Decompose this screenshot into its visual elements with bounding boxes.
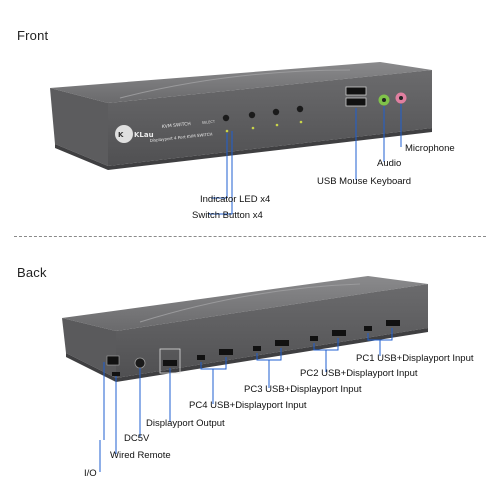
pc4-dp-port [219, 349, 233, 355]
model-label-2: Displayport 4 Port KVM SWITCH [150, 131, 213, 143]
logo-text: KLau [134, 131, 154, 139]
pc4-usb-port [197, 355, 205, 360]
callout-wired-remote: Wired Remote [110, 450, 171, 461]
indicator-leds [225, 120, 303, 133]
pc3-dp-port [275, 340, 289, 346]
callout-pc3: PC3 USB+Displayport Input [244, 384, 362, 395]
callout-indicator-led: Indicator LED x4 [200, 194, 271, 205]
front-callout-lines [208, 104, 402, 215]
usb-port-1 [345, 86, 367, 96]
back-left-side [62, 318, 116, 378]
svg-text:K: K [118, 131, 124, 139]
indicator-led-2 [251, 126, 255, 130]
pc3-usb-port [253, 346, 261, 351]
pc2-dp-port [332, 330, 346, 336]
callout-usb-mouse-keyboard: USB Mouse Keyboard [317, 176, 411, 187]
usb-port-2 [345, 97, 367, 107]
select-label: SELECT [202, 120, 216, 125]
callout-pc4: PC4 USB+Displayport Input [189, 400, 307, 411]
callout-pc2: PC2 USB+Displayport Input [300, 368, 418, 379]
wired-remote-port [112, 372, 120, 376]
front-top-face [50, 62, 432, 103]
front-left-side [50, 88, 108, 166]
front-section-title: Front [17, 28, 49, 43]
back-callout-lines [99, 328, 393, 472]
callout-displayport-output: Displayport Output [146, 418, 225, 429]
back-panel-face [116, 284, 428, 378]
section-divider [14, 236, 486, 237]
indicator-led-3 [275, 123, 279, 127]
switch-button-1[interactable] [222, 114, 230, 122]
back-top-face [62, 276, 428, 331]
indicator-led-1 [225, 129, 229, 133]
front-device: K KLau KVM SWITCH Displayport 4 Port KVM… [50, 62, 432, 215]
pc1-usb-port [364, 326, 372, 331]
callout-dc5v: DC5V [124, 433, 150, 444]
callout-microphone: Microphone [405, 143, 455, 154]
callout-pc1: PC1 USB+Displayport Input [356, 353, 474, 364]
pc1-dp-port [386, 320, 400, 326]
switch-button-3[interactable] [272, 108, 280, 116]
back-device [62, 276, 428, 472]
model-label-1: KVM SWITCH [162, 121, 191, 130]
switch-button-4[interactable] [296, 105, 304, 113]
callout-audio: Audio [377, 158, 402, 169]
logo-mark [115, 125, 133, 143]
callout-io: I/O [84, 468, 97, 479]
displayport-output-port [163, 360, 177, 366]
pc2-usb-port [310, 336, 318, 341]
switch-buttons [222, 105, 304, 122]
io-switch[interactable] [106, 355, 120, 366]
switch-button-2[interactable] [248, 111, 256, 119]
back-section-title: Back [17, 265, 47, 280]
indicator-led-4 [299, 120, 303, 124]
callout-switch-button: Switch Button x4 [192, 210, 263, 221]
dc5v-port [134, 357, 146, 369]
